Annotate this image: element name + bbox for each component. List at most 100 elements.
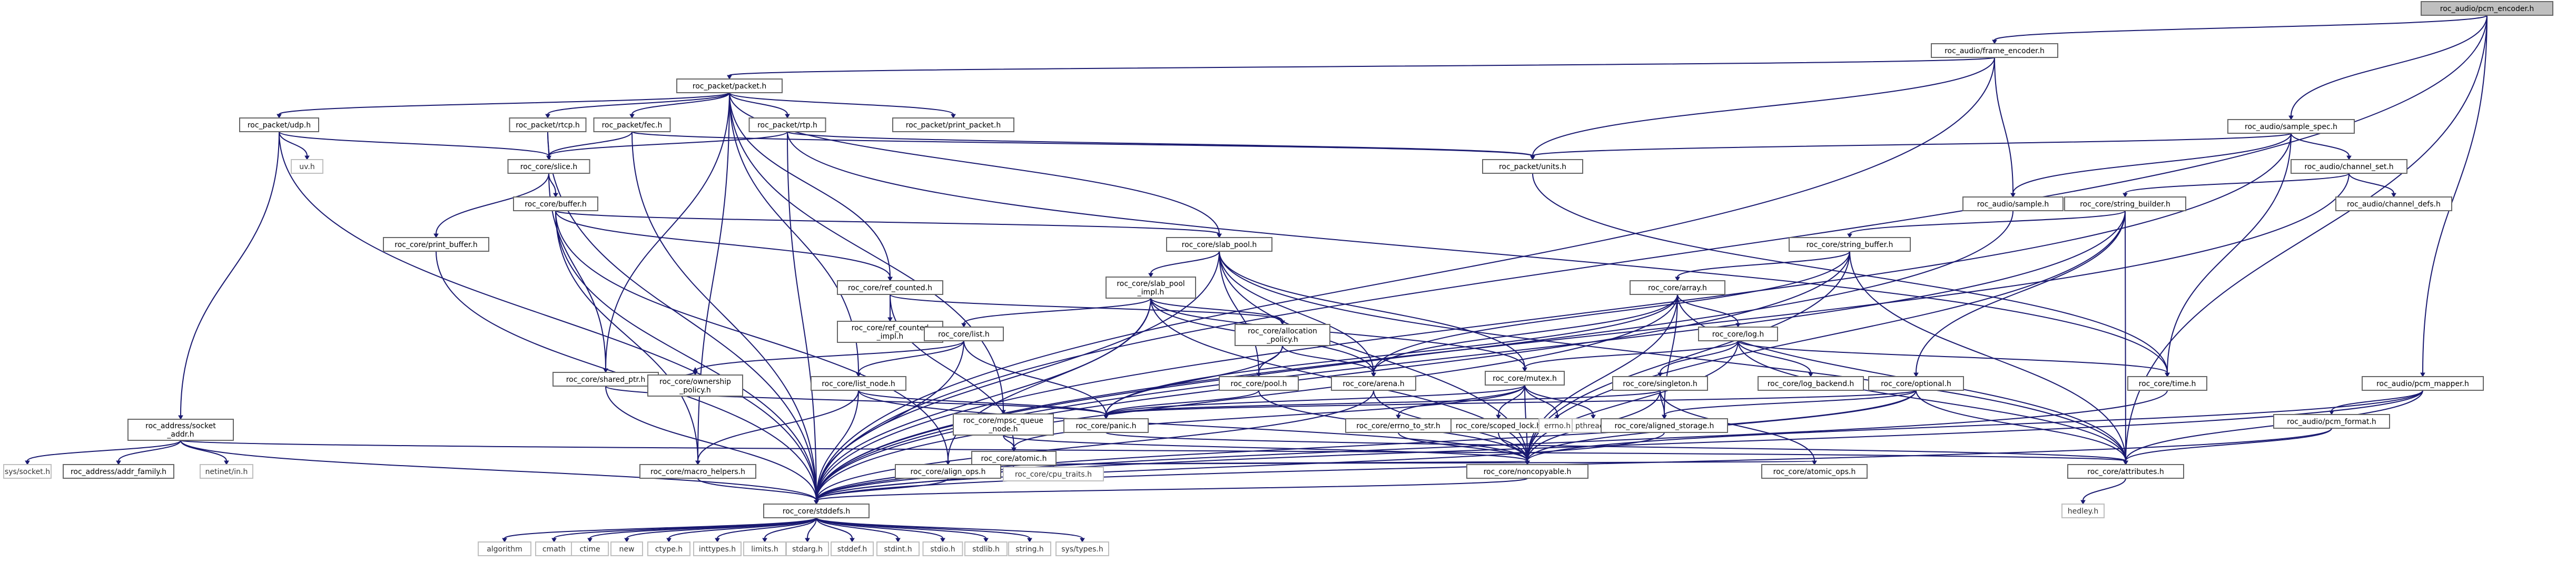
- node-list-node[interactable]: roc_core/list_node.h: [811, 376, 906, 391]
- node-time[interactable]: roc_core/time.h: [2127, 376, 2207, 391]
- arrowhead-stddefs-to-algorithm: [502, 538, 507, 543]
- node-string-buffer[interactable]: roc_core/string_buffer.h: [1789, 237, 1911, 252]
- node-align-ops[interactable]: roc_core/align_ops.h: [895, 464, 1001, 479]
- node-udp-box: [239, 117, 319, 132]
- node-string-builder[interactable]: roc_core/string_builder.h: [2064, 196, 2186, 211]
- node-addr-family[interactable]: roc_address/addr_family.h: [63, 464, 174, 479]
- arrowhead-slice-to-buffer: [553, 193, 558, 198]
- node-aligned-storage[interactable]: roc_core/aligned_storage.h: [1601, 418, 1728, 433]
- node-log[interactable]: roc_core/log.h: [1698, 327, 1778, 341]
- node-buffer[interactable]: roc_core/buffer.h: [513, 196, 598, 211]
- node-frame-encoder[interactable]: roc_audio/frame_encoder.h: [1931, 43, 2058, 58]
- edge-singleton-to-atomic-ops: [1660, 390, 1815, 461]
- node-pcm-format[interactable]: roc_audio/pcm_format.h: [2273, 414, 2390, 429]
- edge-slab-pool-to-mutex: [1219, 251, 1525, 368]
- node-list-node-box: [811, 376, 906, 391]
- node-root-label: roc_audio/pcm_encoder.h: [2440, 5, 2534, 13]
- node-scoped-lock[interactable]: roc_core/scoped_lock.h: [1450, 418, 1546, 433]
- node-print-buffer-label: roc_core/print_buffer.h: [394, 241, 477, 249]
- arrowhead-mutex-to-scoped-lock: [1496, 415, 1501, 420]
- node-channel-set[interactable]: roc_audio/channel_set.h: [2291, 159, 2407, 174]
- node-fec[interactable]: roc_packet/fec.h: [593, 117, 671, 132]
- node-optional[interactable]: roc_core/optional.h: [1868, 376, 1964, 391]
- node-sample-spec[interactable]: roc_audio/sample_spec.h: [2227, 119, 2355, 134]
- node-atomic[interactable]: roc_core/atomic.h: [971, 451, 1057, 466]
- node-allocation-policy[interactable]: roc_core/allocation_policy.h: [1235, 324, 1330, 346]
- arrowhead-stddefs-to-inttypes: [715, 538, 720, 543]
- arrowhead-sample-spec-to-sample: [2010, 193, 2016, 198]
- node-panic[interactable]: roc_core/panic.h: [1063, 418, 1149, 433]
- edge-rtp-to-time: [787, 131, 2168, 373]
- edge-udp-to-uv: [279, 131, 308, 156]
- arrowhead-stddefs-to-ctype: [666, 538, 672, 543]
- edge-mpsc-queue-node-to-noncopyable: [1003, 435, 1528, 461]
- node-cmath: cmath: [535, 541, 573, 556]
- node-errno-to-str[interactable]: roc_core/errno_to_str.h: [1345, 418, 1452, 433]
- edge-rtp-to-slice: [548, 131, 788, 156]
- node-allocation-policy-label: roc_core/allocation_policy.h: [1248, 327, 1317, 344]
- edge-packet-to-rtcp: [547, 92, 730, 115]
- node-arena[interactable]: roc_core/arena.h: [1331, 376, 1416, 391]
- node-list[interactable]: roc_core/list.h: [924, 327, 1004, 341]
- node-log-backend[interactable]: roc_core/log_backend.h: [1758, 376, 1864, 391]
- node-packet[interactable]: roc_packet/packet.h: [676, 78, 783, 93]
- node-shared-ptr[interactable]: roc_core/shared_ptr.h: [552, 372, 659, 387]
- node-units[interactable]: roc_packet/units.h: [1482, 159, 1583, 174]
- edge-socket-addr-to-addr-family: [118, 440, 181, 461]
- edge-log-to-attributes: [1738, 340, 2126, 461]
- node-socket-addr[interactable]: roc_address/socket_addr.h: [127, 419, 234, 441]
- node-pool[interactable]: roc_core/pool.h: [1219, 376, 1299, 391]
- node-sys-socket-label: sys/socket.h: [5, 468, 50, 476]
- node-hedley: hedley.h: [2061, 504, 2105, 518]
- node-ctime-label: ctime: [579, 545, 600, 554]
- edge-string-builder-to-attributes: [2125, 210, 2126, 461]
- node-print-buffer[interactable]: roc_core/print_buffer.h: [383, 237, 489, 252]
- node-rtp[interactable]: roc_packet/rtp.h: [748, 117, 826, 132]
- node-stddefs[interactable]: roc_core/stddefs.h: [763, 504, 870, 518]
- node-slice[interactable]: roc_core/slice.h: [507, 159, 590, 174]
- node-slab-pool[interactable]: roc_core/slab_pool.h: [1166, 237, 1272, 252]
- node-noncopyable[interactable]: roc_core/noncopyable.h: [1466, 464, 1588, 479]
- node-string-buffer-label: roc_core/string_buffer.h: [1807, 241, 1893, 249]
- node-singleton[interactable]: roc_core/singleton.h: [1612, 376, 1708, 391]
- node-pcm-mapper[interactable]: roc_audio/pcm_mapper.h: [2362, 376, 2484, 391]
- edge-allocation-policy-to-panic: [1106, 345, 1283, 416]
- node-sys-socket-box: [3, 464, 52, 479]
- node-udp[interactable]: roc_packet/udp.h: [239, 117, 319, 132]
- node-slab-pool-impl[interactable]: roc_core/slab_pool_impl.h: [1106, 277, 1196, 299]
- node-ref-counted-impl[interactable]: roc_core/ref_counted_impl.h: [837, 321, 943, 343]
- edge-slab-pool-to-pool: [1219, 251, 1259, 373]
- node-limits: limits.h: [743, 541, 786, 556]
- arrowhead-string-builder-to-string-buffer: [1847, 233, 1852, 239]
- node-root[interactable]: roc_audio/pcm_encoder.h: [2421, 1, 2553, 16]
- node-ref-counted[interactable]: roc_core/ref_counted.h: [837, 280, 943, 295]
- node-mpsc-queue-node[interactable]: roc_core/mpsc_queue_node.h: [953, 413, 1054, 436]
- node-print-packet[interactable]: roc_packet/print_packet.h: [892, 117, 1014, 132]
- edge-stddefs-to-ctype: [668, 517, 817, 539]
- edge-slab-pool-to-attributes: [1219, 251, 2126, 461]
- arrowhead-log-to-time: [2165, 372, 2170, 378]
- node-atomic-ops[interactable]: roc_core/atomic_ops.h: [1761, 464, 1868, 479]
- node-slice-label: roc_core/slice.h: [520, 163, 577, 171]
- edge-optional-to-aligned-storage: [1664, 390, 1917, 416]
- node-macro-helpers[interactable]: roc_core/macro_helpers.h: [639, 464, 756, 479]
- node-sys-types-label: sys/types.h: [1061, 545, 1103, 554]
- arrowhead-slab-pool-impl-to-list: [961, 323, 966, 328]
- edge-string-buffer-to-arena: [1373, 251, 1850, 373]
- node-scoped-lock-label: roc_core/scoped_lock.h: [1456, 422, 1541, 430]
- node-ownership-policy[interactable]: roc_core/ownership_policy.h: [647, 374, 743, 397]
- node-channel-defs[interactable]: roc_audio/channel_defs.h: [2335, 196, 2452, 211]
- node-array[interactable]: roc_core/array.h: [1630, 280, 1725, 295]
- node-sample[interactable]: roc_audio/sample.h: [1962, 196, 2064, 211]
- node-arena-box: [1331, 376, 1416, 391]
- node-attributes[interactable]: roc_core/attributes.h: [2067, 464, 2184, 479]
- node-mutex[interactable]: roc_core/mutex.h: [1485, 371, 1565, 386]
- node-stdint-box: [876, 541, 920, 556]
- edge-array-to-panic: [1106, 294, 1678, 416]
- node-rtcp[interactable]: roc_packet/rtcp.h: [509, 117, 587, 132]
- arrowhead-allocation-policy-to-arena: [1371, 372, 1376, 378]
- node-singleton-box: [1612, 376, 1708, 391]
- node-algorithm-label: algorithm: [487, 545, 522, 554]
- arrowhead-list-to-list-node: [856, 372, 861, 378]
- edge-log-to-log-backend: [1738, 340, 1811, 373]
